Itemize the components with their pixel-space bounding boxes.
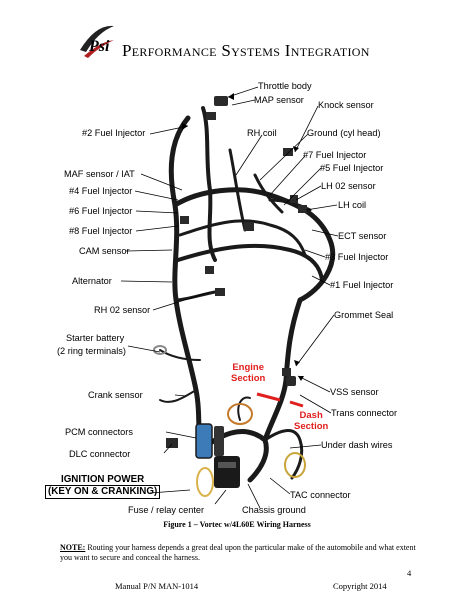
label-map-sensor: MAP sensor bbox=[254, 95, 304, 105]
manual-number: Manual P/N MAN-1014 bbox=[115, 581, 199, 591]
label-fuel-injector-7: #7 Fuel Injector bbox=[303, 150, 367, 160]
engine-section-line1: Engine bbox=[232, 362, 264, 373]
label-fuel-injector-8: #8 Fuel Injector bbox=[69, 226, 133, 236]
label-under-dash-wires: Under dash wires bbox=[321, 440, 393, 450]
label-chassis-ground: Chassis ground bbox=[242, 505, 306, 515]
label-ect-sensor: ECT sensor bbox=[338, 231, 387, 241]
label-fuel-injector-2: #2 Fuel Injector bbox=[82, 128, 146, 138]
logo-text: Psi bbox=[88, 38, 110, 55]
label-rh-o2-sensor: RH 02 sensor bbox=[94, 305, 151, 315]
company-logo: Psi bbox=[76, 20, 116, 60]
note-text: Routing your harness depends a great dea… bbox=[60, 543, 416, 562]
ignition-line2: (KEY ON & CRANKING) bbox=[45, 485, 161, 499]
label-maf-iat: MAF sensor / IAT bbox=[64, 169, 135, 179]
label-dlc-connector: DLC connector bbox=[69, 449, 131, 459]
label-alternator: Alternator bbox=[72, 276, 112, 286]
label-fuel-injector-6: #6 Fuel Injector bbox=[69, 206, 133, 216]
label-vss-sensor: VSS sensor bbox=[330, 387, 379, 397]
note-prefix: NOTE: bbox=[60, 543, 86, 552]
ignition-line1: IGNITION POWER bbox=[60, 474, 145, 485]
pcm-connector-shape bbox=[195, 423, 224, 459]
label-fuel-injector-4: #4 Fuel Injector bbox=[69, 186, 133, 196]
label-fuel-injector-5: #5 Fuel Injector bbox=[320, 163, 384, 173]
copyright: Copyright 2014 bbox=[333, 581, 387, 591]
label-throttle-body: Throttle body bbox=[258, 81, 312, 91]
ignition-power-label: IGNITION POWER (KEY ON & CRANKING) bbox=[45, 474, 161, 499]
label-ring-terminals: (2 ring terminals) bbox=[57, 346, 126, 356]
label-fuel-injector-3: #3 Fuel Injector bbox=[325, 252, 389, 262]
label-fuel-injector-1: #1 Fuel Injector bbox=[330, 280, 394, 290]
logo-icon: Psi bbox=[80, 25, 114, 58]
label-fuse-relay-center: Fuse / relay center bbox=[128, 505, 205, 515]
dash-section-line1: Dash bbox=[299, 410, 323, 421]
engine-section-label: Engine Section bbox=[231, 362, 266, 385]
routing-note: NOTE: Routing your harness depends a gre… bbox=[60, 543, 420, 563]
company-name: Performance Systems Integration bbox=[122, 41, 370, 60]
label-trans-connector: Trans connector bbox=[331, 408, 398, 418]
label-ground-cyl-head: Ground (cyl head) bbox=[307, 128, 381, 138]
figure-caption: Figure 1 – Vortec w/4L60E Wiring Harness bbox=[163, 520, 311, 529]
page-number: 4 bbox=[407, 568, 412, 578]
label-lh-coil: LH coil bbox=[338, 200, 367, 210]
dash-section-label: Dash Section bbox=[294, 410, 329, 433]
label-cam-sensor: CAM sensor bbox=[79, 246, 130, 256]
label-grommet-seal: Grommet Seal bbox=[334, 310, 394, 320]
engine-section-line2: Section bbox=[231, 372, 266, 384]
label-knock-sensor: Knock sensor bbox=[318, 100, 374, 110]
label-starter-battery: Starter battery bbox=[66, 333, 125, 343]
label-pcm-connectors: PCM connectors bbox=[65, 427, 133, 437]
label-tac-connector: TAC connector bbox=[290, 490, 351, 500]
label-crank-sensor: Crank sensor bbox=[88, 390, 143, 400]
dash-section-line2: Section bbox=[294, 420, 329, 432]
label-lh-o2-sensor: LH 02 sensor bbox=[321, 181, 376, 191]
label-rh-coil: RH coil bbox=[247, 128, 277, 138]
